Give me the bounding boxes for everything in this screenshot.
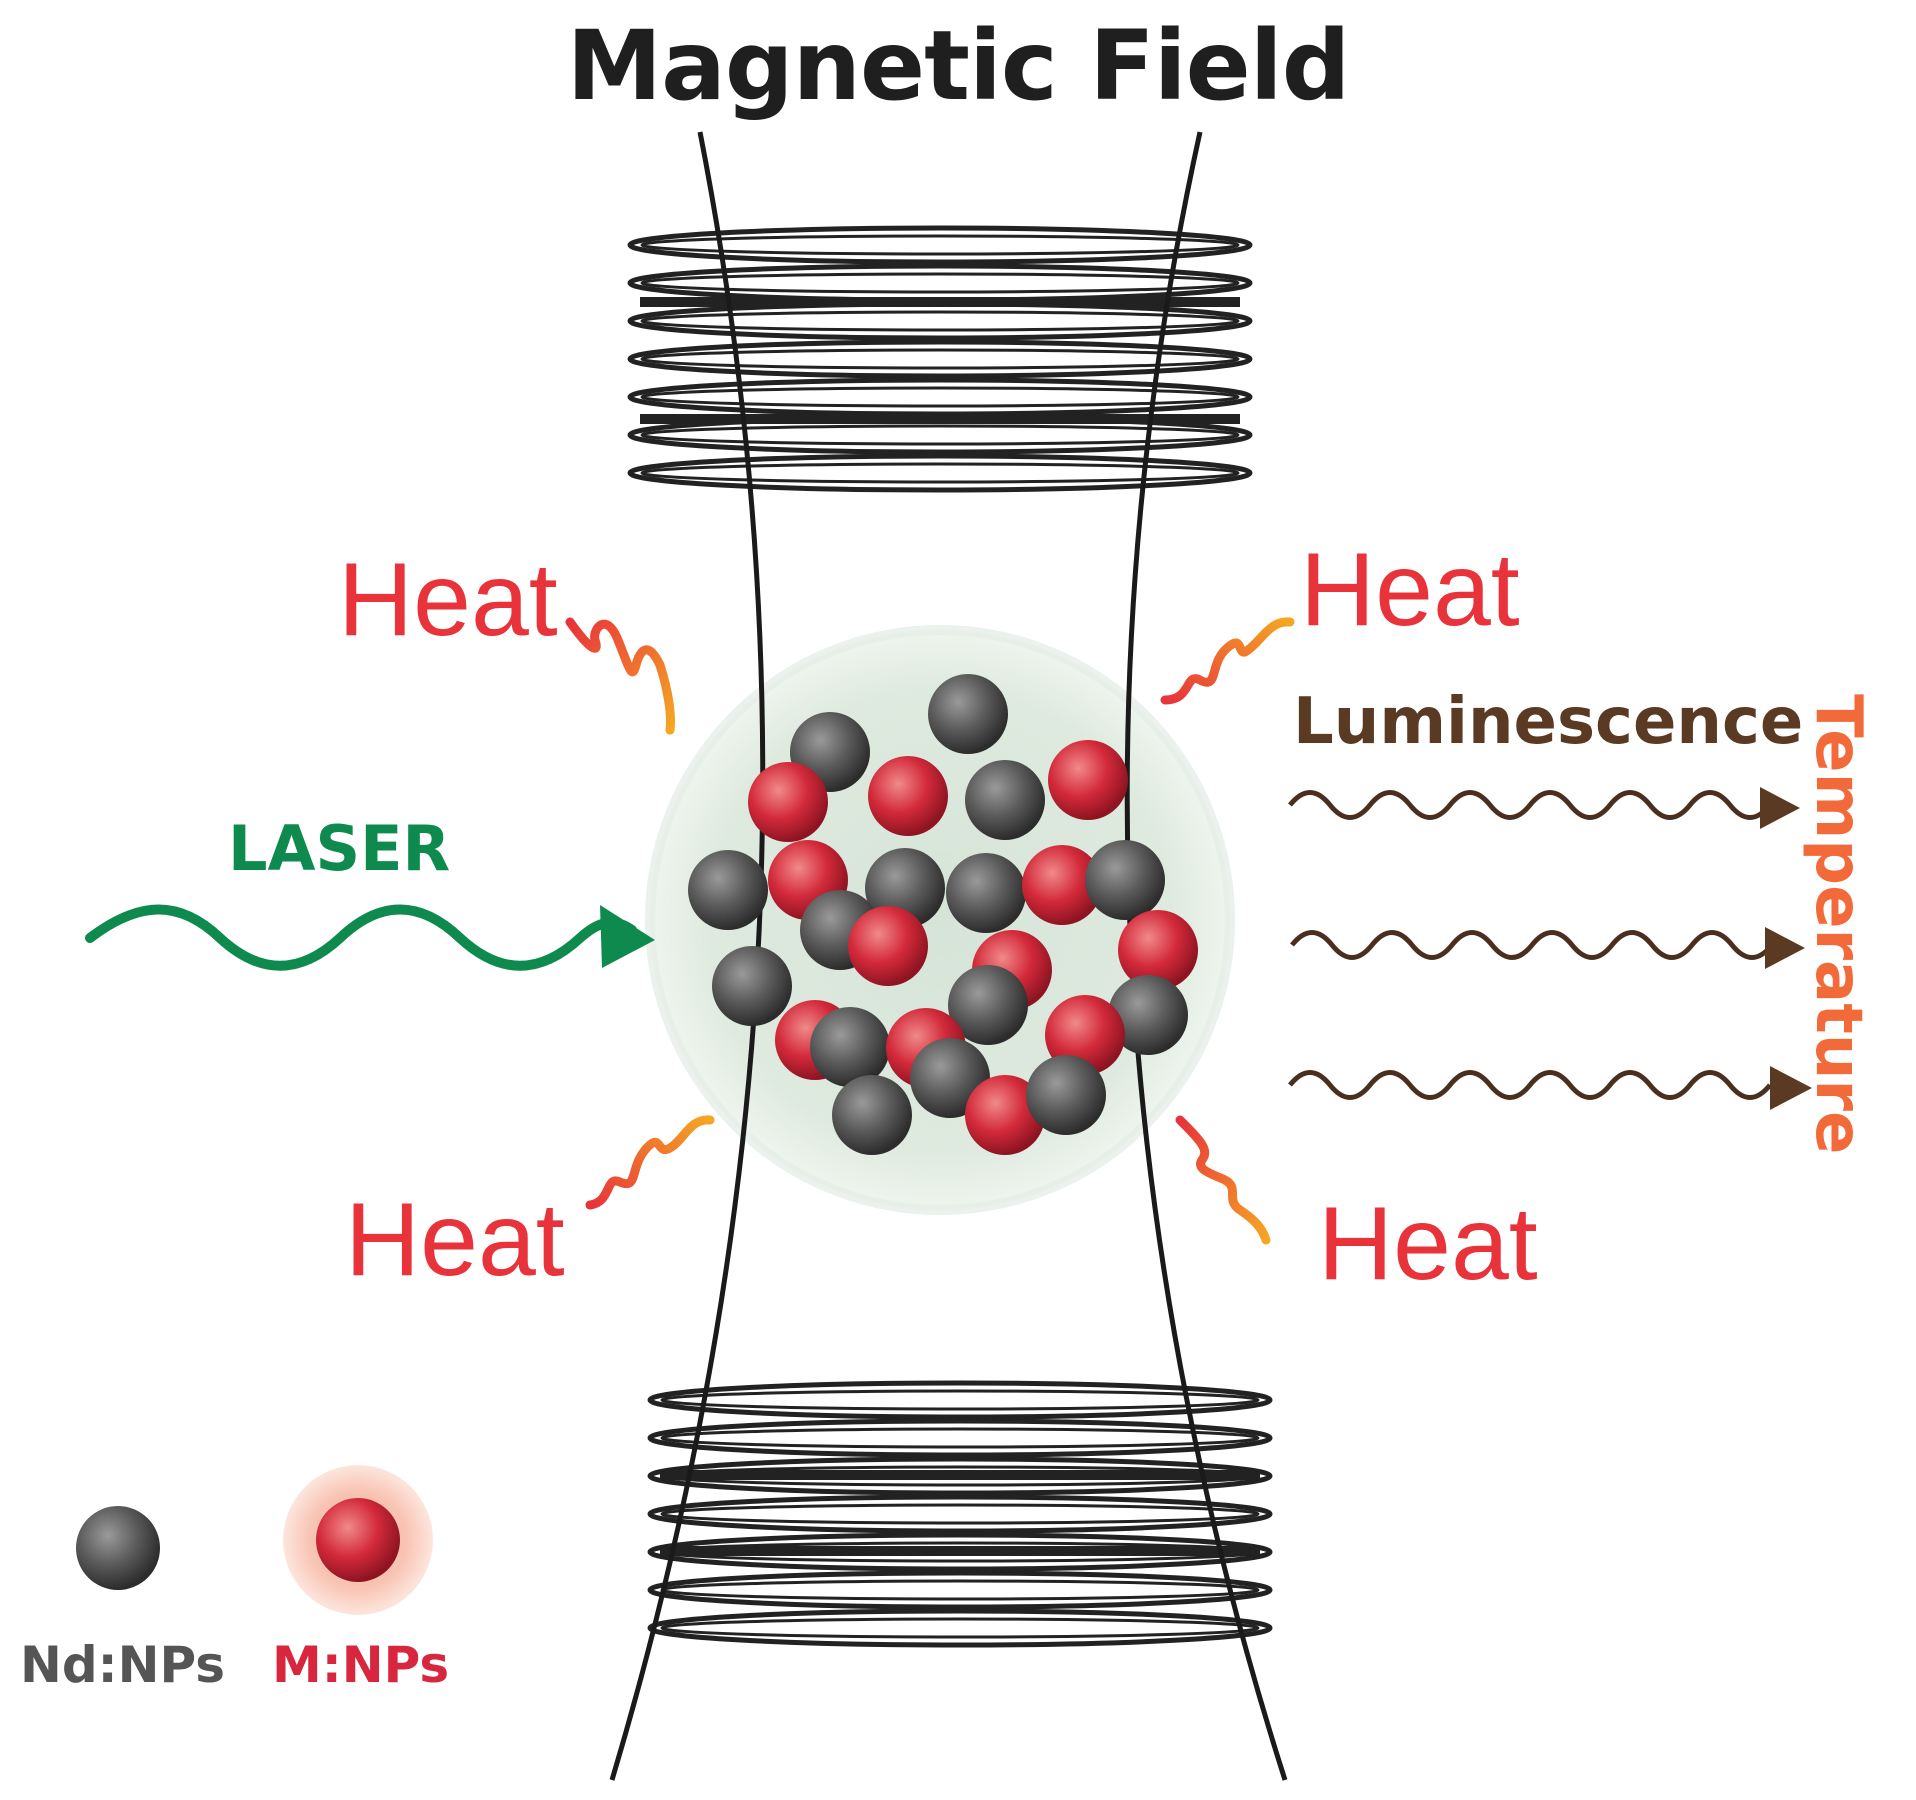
nd-nanoparticle — [1026, 1055, 1106, 1135]
m-nanoparticle — [965, 1075, 1045, 1155]
heat-label-top-left: Heat — [338, 542, 558, 658]
luminescence-arrows — [1288, 787, 1812, 1110]
coil-loop — [660, 1427, 1260, 1449]
heat-wave-icon — [1175, 1115, 1271, 1245]
m-nanoparticle — [1022, 845, 1102, 925]
nd-nanoparticle — [810, 1007, 890, 1087]
coil-loop — [627, 225, 1253, 265]
coil-loop — [647, 1608, 1273, 1648]
m-nanoparticle — [1045, 995, 1125, 1075]
heat-label-bottom-right: Heat — [1318, 1186, 1538, 1302]
laser-arrowhead-icon — [600, 905, 655, 968]
temperature-label: Temperature — [1801, 694, 1875, 1155]
heat-label-bottom-left: Heat — [345, 1182, 565, 1298]
coil-loop — [640, 424, 1240, 446]
luminescence-arrowhead-icon — [1770, 1066, 1812, 1110]
luminescence-arrowhead-icon — [1765, 927, 1805, 969]
coil-loop — [640, 272, 1240, 294]
heat-label-top-right: Heat — [1300, 532, 1520, 648]
legend — [76, 1465, 433, 1615]
luminescence-arrowhead-icon — [1760, 787, 1800, 829]
heat-wave-icon — [1160, 617, 1295, 705]
coil-loop — [647, 1418, 1273, 1458]
luminescence-wave — [1290, 930, 1774, 960]
coil-loop — [640, 310, 1240, 332]
m-legend-label: M:NPs — [272, 1636, 450, 1694]
coil-loop — [627, 301, 1253, 341]
coil-loop — [640, 234, 1240, 256]
coil-loop — [660, 1389, 1260, 1411]
nanoparticle-cluster — [688, 674, 1198, 1155]
heat-wave-icon — [585, 1115, 715, 1210]
bottom-coil — [647, 1380, 1273, 1648]
m-nanoparticle — [748, 762, 828, 842]
laser-label: LASER — [228, 812, 451, 885]
nd-nanoparticle — [712, 946, 792, 1026]
diagram-title: Magnetic Field — [566, 10, 1351, 122]
nd-legend-label: Nd:NPs — [20, 1636, 226, 1694]
coil-loop — [660, 1503, 1260, 1525]
nd-nanoparticle — [1085, 840, 1165, 920]
coil-loop — [627, 339, 1253, 379]
nd-nanoparticle — [928, 674, 1008, 754]
coil-loop — [660, 1617, 1260, 1639]
coil-loop — [660, 1579, 1260, 1601]
heat-wave-icon — [565, 617, 675, 735]
coil-loop — [640, 462, 1240, 484]
nd-nanoparticle — [832, 1075, 912, 1155]
m-nanoparticle — [1118, 910, 1198, 990]
coil-loop — [627, 453, 1253, 493]
coil-loop — [647, 1532, 1273, 1572]
nd-legend-particle-icon — [76, 1506, 160, 1590]
m-nanoparticle — [868, 756, 948, 836]
nd-nanoparticle — [946, 853, 1026, 933]
m-nanoparticle — [848, 906, 928, 986]
m-legend-particle-icon — [316, 1498, 400, 1582]
laser-arrow — [85, 904, 655, 971]
coil-loop — [647, 1456, 1273, 1496]
nd-nanoparticle — [965, 760, 1045, 840]
coil-loop — [640, 386, 1240, 408]
nd-nanoparticle — [688, 850, 768, 930]
coil-loop — [647, 1570, 1273, 1610]
luminescence-wave — [1288, 1070, 1772, 1100]
nd-nanoparticle — [1108, 975, 1188, 1055]
coil-loop — [647, 1494, 1273, 1534]
nd-nanoparticle — [948, 965, 1028, 1045]
m-nanoparticle — [1048, 740, 1128, 820]
top-coil — [627, 225, 1253, 493]
luminescence-label: Luminescence — [1293, 685, 1804, 759]
luminescence-wave — [1288, 790, 1772, 820]
coil-loop — [647, 1380, 1273, 1420]
coil-loop — [640, 348, 1240, 370]
